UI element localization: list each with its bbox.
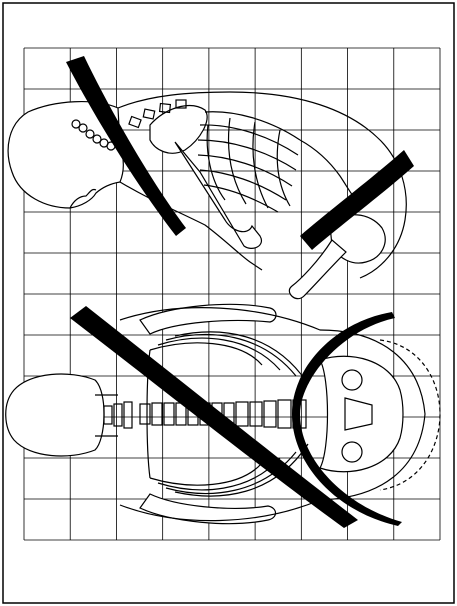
front-hip-joint-bottom	[342, 442, 362, 462]
front-head-outline	[6, 374, 104, 456]
front-hip-joint-top	[342, 370, 362, 390]
